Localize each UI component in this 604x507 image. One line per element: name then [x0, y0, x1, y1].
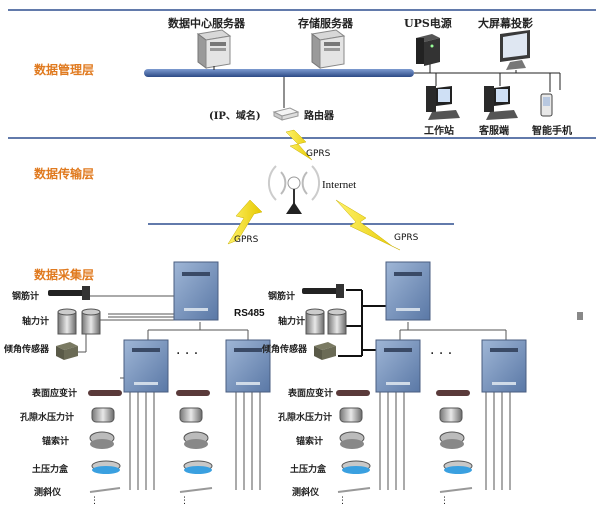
right-edge-device-icon: [577, 312, 583, 320]
svg-text:⋮: ⋮: [180, 496, 189, 506]
tilt-sensor-icon: [314, 342, 336, 360]
sensor-label-rebar-left: 钢筋计: [12, 290, 39, 302]
sensor-label-surface-strain-left: 表面应变计: [31, 387, 77, 399]
sensor-column-3: ⋮: [336, 390, 371, 506]
surface-strain-icon: [88, 390, 122, 396]
inclinometer-icon: [439, 487, 473, 493]
layer-label-management: 数据管理层: [34, 62, 94, 77]
axial-force-icon: [305, 308, 347, 335]
sensor-label-rebar-right: 钢筋计: [268, 290, 295, 302]
gprs-label-right: GPRS: [394, 233, 419, 243]
sensor-label-tilt-right: 倾角传感器: [261, 343, 308, 355]
sensor-column-2: ⋮: [176, 390, 213, 506]
acquisition-box-left-2: [225, 339, 271, 393]
gprs-label-left: GPRS: [234, 235, 259, 245]
rebar-gauge-icon: [302, 284, 344, 298]
storage-server-icon: [310, 29, 346, 69]
svg-text:⋮: ⋮: [440, 496, 449, 506]
sensor-column-1: ⋮: [88, 390, 122, 506]
gprs-bolt-right: [335, 199, 401, 251]
phone-label: 智能手机: [532, 124, 572, 137]
sensor-label-pore-pressure-left: 孔隙水压力计: [20, 411, 74, 423]
ups-label: UPS电源: [404, 16, 452, 30]
storage-server-label: 存储服务器: [298, 16, 354, 30]
router-label: 路由器: [304, 109, 335, 122]
router-icon: [272, 107, 300, 121]
pore-pressure-icon: [339, 407, 363, 423]
rs485-label: RS485: [234, 308, 265, 319]
inclinometer-icon: [179, 487, 213, 493]
phone-icon: [540, 93, 553, 117]
layer-label-collection: 数据采集层: [34, 267, 94, 282]
gprs-bolt-top: [285, 129, 313, 161]
svg-text:⋮: ⋮: [338, 496, 347, 506]
gprs-label-top: GPRS: [306, 149, 331, 159]
sensor-label-axial-left: 轴力计: [22, 315, 49, 327]
axial-force-icon: [57, 308, 101, 335]
pore-pressure-icon: [179, 407, 203, 423]
workstation-label: 工作站: [424, 124, 454, 137]
inclinometer-icon: [337, 487, 371, 493]
gprs-bolt-left: [227, 199, 263, 245]
sensor-label-inclinometer-left: 测斜仪: [34, 486, 62, 498]
client-links: [435, 73, 561, 92]
internet-antenna-icon: [267, 165, 321, 214]
ellipsis-left: · · ·: [176, 346, 198, 362]
router-ip-label: (IP、域名): [209, 109, 261, 122]
pore-pressure-icon: [91, 407, 115, 423]
pore-pressure-icon: [439, 407, 463, 423]
layer-label-transmission: 数据传输层: [34, 166, 94, 181]
ups-icon: [416, 34, 440, 66]
sensor-label-inclinometer-right: 测斜仪: [292, 486, 320, 498]
projector-icon: [500, 30, 530, 70]
sensor-label-anchor-left: 锚索计: [42, 435, 69, 447]
ellipsis-right: · · ·: [430, 346, 452, 362]
acquisition-box-left-top: [173, 261, 219, 321]
surface-strain-icon: [436, 390, 470, 396]
inclinometer-icon: [89, 487, 121, 493]
right-group-wiring: [379, 312, 581, 490]
acquisition-box-right-2: [481, 339, 527, 393]
sensor-label-earth-pressure-right: 土压力盒: [290, 463, 327, 475]
client-label: 客服端: [478, 124, 509, 137]
right-top-wiring: [338, 289, 388, 357]
sensor-label-pore-pressure-right: 孔隙水压力计: [278, 411, 332, 423]
acquisition-box-left-1: [123, 339, 169, 393]
sensor-label-surface-strain-right: 表面应变计: [287, 387, 333, 399]
client-pc-icon: [484, 86, 518, 120]
sensor-label-tilt-left: 倾角传感器: [3, 343, 50, 355]
left-group-wiring: [74, 295, 261, 490]
sensor-column-4: ⋮: [436, 390, 473, 506]
rebar-gauge-icon: [48, 286, 90, 300]
server-icon: [196, 29, 232, 69]
projector-label: 大屏幕投影: [478, 16, 533, 30]
data-center-server-label: 数据中心服务器: [168, 16, 246, 30]
surface-strain-icon: [176, 390, 210, 396]
surface-strain-icon: [336, 390, 370, 396]
internet-label: Internet: [322, 179, 356, 191]
tilt-sensor-icon: [56, 342, 78, 360]
acquisition-box-right-top: [385, 261, 431, 321]
sensor-label-earth-pressure-left: 土压力盒: [32, 463, 69, 475]
sensor-label-anchor-right: 锚索计: [296, 435, 323, 447]
svg-text:⋮: ⋮: [90, 496, 99, 506]
acquisition-box-right-1: [375, 339, 421, 393]
server-bus: [144, 69, 414, 77]
sensor-label-axial-right: 轴力计: [278, 315, 305, 327]
workstation-icon: [426, 86, 460, 120]
